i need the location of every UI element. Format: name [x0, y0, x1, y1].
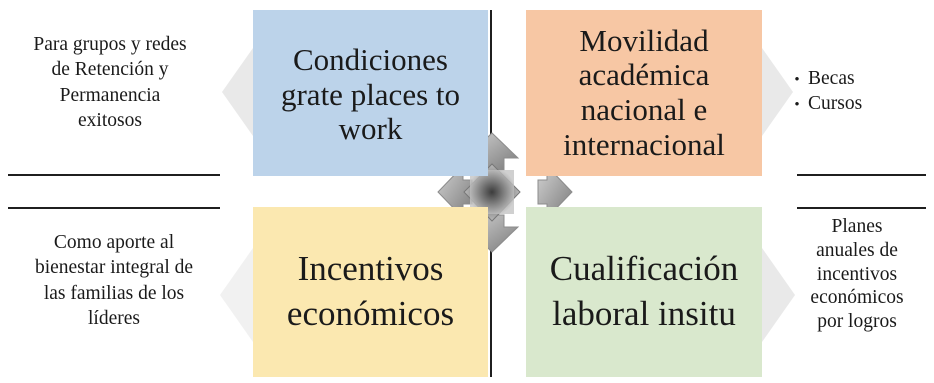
note-bienestar: Como aporte al bienestar integral de las…: [34, 232, 194, 330]
note-bullets-movilidad: • Becas • Cursos: [786, 66, 926, 117]
pointer-tab-bottom-left: [220, 248, 253, 342]
pointer-tab-top-left: [222, 48, 253, 136]
divider-left-upper: [8, 174, 220, 176]
pointer-tab-bottom-right: [762, 248, 795, 342]
quadrant-title-movilidad: Movilidad académica nacional e internaci…: [563, 22, 725, 162]
quadrant-condiciones: Condiciones grate places to work: [253, 10, 488, 176]
bullet-dot-icon: •: [794, 97, 800, 114]
quadrant-incentivos: Incentivos económicos: [253, 207, 488, 377]
bullet-item: • Cursos: [786, 91, 926, 116]
divider-right-lower: [797, 207, 926, 209]
bullet-dot-icon: •: [794, 72, 800, 88]
quadrant-movilidad: Movilidad académica nacional e internaci…: [526, 10, 762, 176]
pointer-tab-top-right: [762, 48, 793, 136]
note-retencion: Para grupos y redes de Retención y Perma…: [33, 34, 187, 132]
divider-right-upper: [797, 174, 926, 176]
bullet-item: • Becas: [786, 66, 926, 91]
four-way-arrow-icon: [437, 132, 573, 253]
quadrant-title-incentivos: Incentivos económicos: [286, 249, 455, 333]
quadrant-title-cualificacion: Cualificación laboral insitu: [549, 249, 739, 333]
quadrant-cualificacion: Cualificación laboral insitu: [526, 207, 762, 377]
note-planes: Planes anuales de incentivos económicos …: [810, 216, 904, 333]
quadrant-title-condiciones: Condiciones grate places to work: [280, 41, 461, 147]
divider-left-lower: [8, 207, 220, 209]
